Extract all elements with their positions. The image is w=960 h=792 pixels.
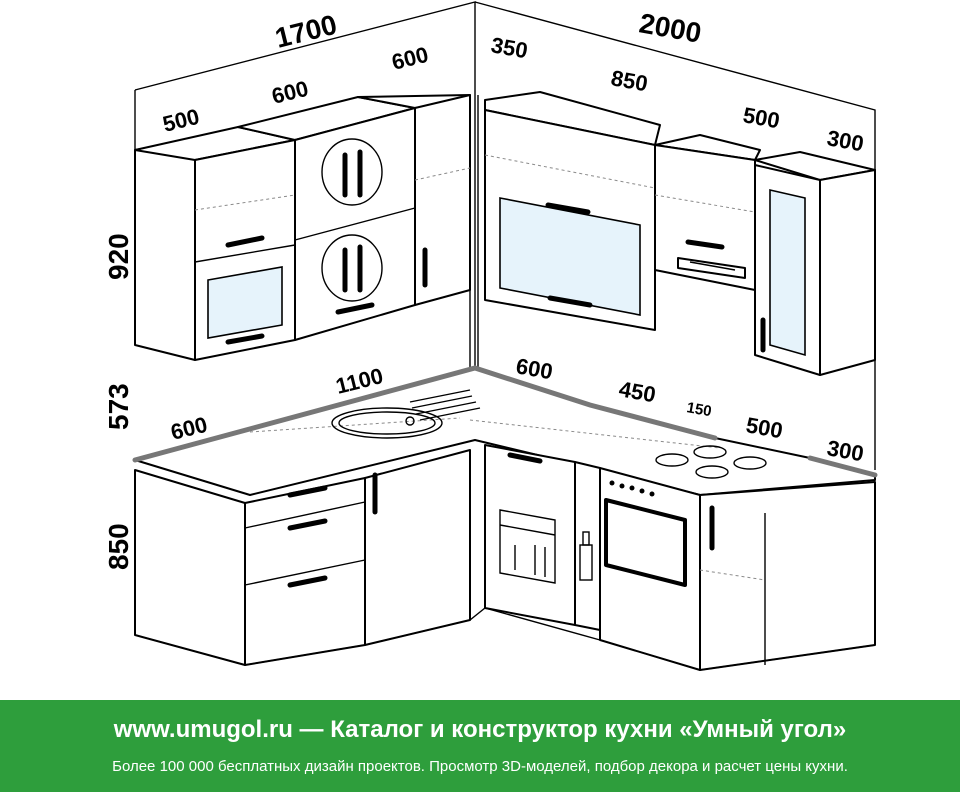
base-cabinet-bottle [574,461,601,631]
cutlery-icon [321,234,383,302]
dim-upper-right-500: 500 [741,102,782,133]
upper-cabinet-corner-left [357,94,471,306]
dim-upper-right-850: 850 [609,65,650,96]
dim-height-base: 850 [103,523,134,570]
sink-icon [331,389,481,439]
upper-cabinet-right-850 [484,91,661,331]
bottle-icon [579,531,593,581]
range-hood-icon [677,257,746,279]
upper-cabinet-right-300 [754,151,876,376]
dim-upper-left-600b: 600 [389,42,431,75]
dim-upper-left-600a: 600 [269,76,311,109]
glass-panel [769,188,806,357]
upper-cabinet-left-500 [134,126,296,361]
glass-panel [499,197,641,316]
dim-upper-left-total: 1700 [272,9,340,54]
dim-height-gap: 573 [103,383,134,430]
footer-banner: www.umugol.ru — Каталог и конструктор ку… [0,700,960,792]
dim-upper-right-350: 350 [489,32,530,63]
footer-title[interactable]: www.umugol.ru — Каталог и конструктор ку… [113,716,847,743]
base-cabinet-right-corner [699,481,876,671]
dishwasher-icon [499,509,556,584]
footer-subtitle: Более 100 000 бесплатных дизайн проектов… [112,758,848,775]
glass-panel [207,266,283,339]
dim-upper-left-500: 500 [160,104,202,137]
countertop [132,365,878,496]
plinth [134,607,876,671]
cutlery-icon [321,138,383,206]
dim-upper-right-300: 300 [825,125,866,156]
kitchen-drawing: 1700 2000 500 600 600 350 850 500 300 92… [103,1,878,671]
oven-knobs [609,480,655,497]
upper-cabinet-right-500 [654,134,761,291]
dim-upper-right-total: 2000 [637,7,704,48]
base-cabinet-left-drawers [134,469,366,666]
dim-base-right-150: 150 [685,399,713,420]
oven [599,467,701,671]
base-cabinet-left-door [364,449,471,646]
dim-base-right-450: 450 [617,376,658,407]
dim-base-right-600: 600 [514,353,555,384]
dishwasher [484,444,576,626]
dim-base-right-500: 500 [744,412,785,443]
dim-height-upper: 920 [103,233,134,280]
cooktop-icon [655,445,767,479]
